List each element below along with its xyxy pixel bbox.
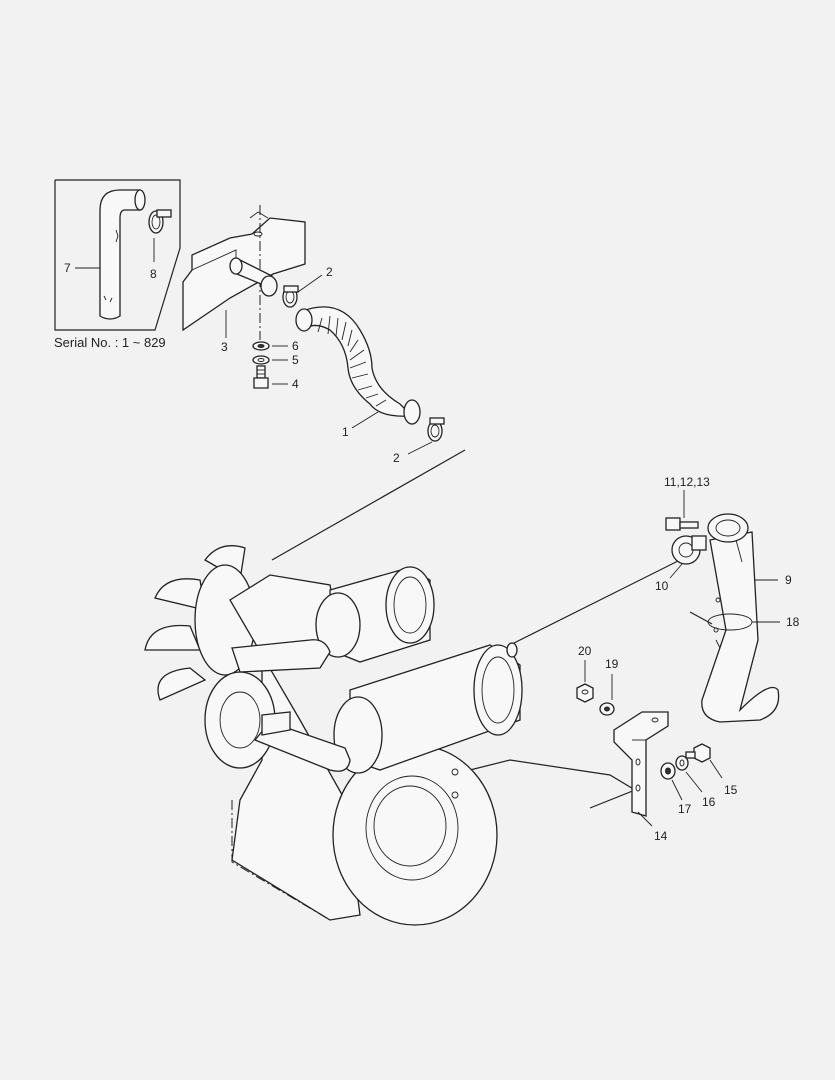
part-11-13-fitting: 11,12,13	[664, 475, 710, 531]
serial-note: Serial No. : 1 ~ 829	[54, 335, 166, 350]
part-6-washer	[252, 341, 270, 351]
part-2-upper-clamp: 2	[282, 265, 333, 308]
part-9-intake-pipe: 9	[701, 513, 792, 723]
part-8-hose-clamp	[148, 209, 172, 234]
part-2-lower-clamp: 2	[393, 417, 445, 465]
label-part-2-lower: 2	[393, 451, 400, 465]
part-18-band: 18	[689, 611, 800, 631]
label-part-7: 7	[64, 261, 71, 275]
part-20-nut: 20	[576, 644, 594, 703]
label-part-14: 14	[654, 829, 668, 843]
part-10-clamp: 10	[655, 535, 707, 593]
label-part-16: 16	[702, 795, 716, 809]
label-part-3: 3	[221, 340, 228, 354]
part-4-bolt	[253, 365, 269, 389]
flywheel-housing	[332, 744, 498, 926]
inset-variant-box: 7 8 Serial No. : 1 ~ 829	[54, 179, 181, 350]
bolt-washer-stack: 6 5 4	[252, 339, 299, 391]
part-16-lock-washer: 16	[675, 755, 716, 809]
label-part-20: 20	[578, 644, 592, 658]
engine-assembly	[144, 545, 523, 926]
label-part-9: 9	[785, 573, 792, 587]
lower-muffler	[333, 642, 523, 774]
label-part-4: 4	[292, 377, 299, 391]
label-part-6: 6	[292, 339, 299, 353]
label-part-10: 10	[655, 579, 669, 593]
part-3-bracket: 3	[182, 205, 306, 354]
label-part-2-upper: 2	[326, 265, 333, 279]
upper-air-cleaner	[315, 566, 435, 663]
label-part-18: 18	[786, 615, 800, 629]
label-part-17: 17	[678, 802, 692, 816]
part-14-bracket: 14	[613, 711, 669, 843]
part-15-bolt: 15	[685, 743, 738, 797]
assembly-leaders	[271, 449, 681, 809]
part-7-elbow-hose	[99, 189, 146, 320]
label-part-11-13: 11,12,13	[664, 475, 710, 489]
label-part-19: 19	[605, 657, 619, 671]
label-part-1: 1	[342, 425, 349, 439]
label-part-5: 5	[292, 353, 299, 367]
part-17-washer: 17	[660, 762, 692, 816]
part-19-washer: 19	[599, 657, 619, 716]
part-1-corrugated-hose: 1	[295, 306, 421, 439]
label-part-8: 8	[150, 267, 157, 281]
part-5-lock-washer	[252, 355, 270, 365]
label-part-15: 15	[724, 783, 738, 797]
